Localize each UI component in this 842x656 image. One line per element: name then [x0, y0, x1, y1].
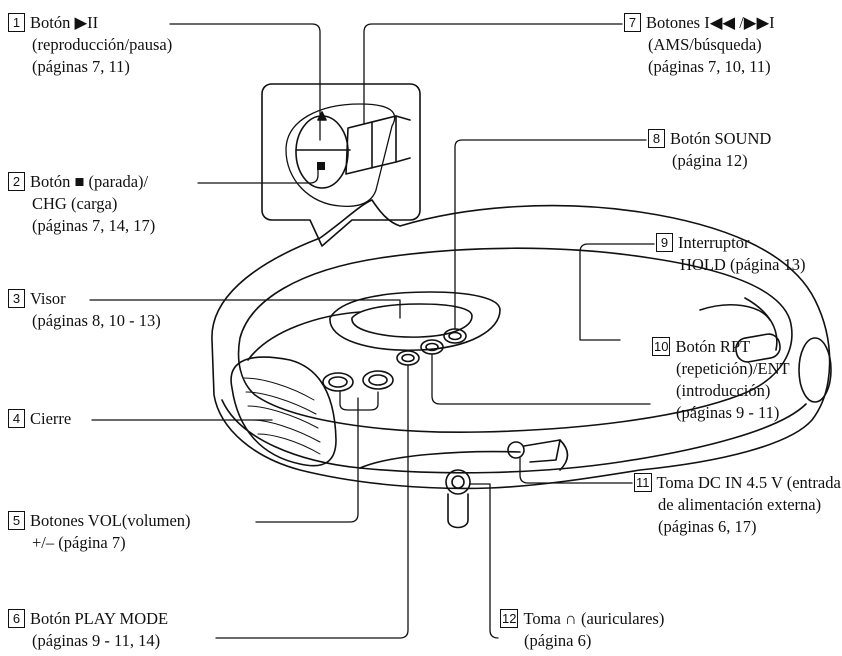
callout-line: (página 12) [672, 150, 771, 172]
callout-12: 12 Toma ∩ (auriculares) (página 6) [500, 608, 664, 652]
leader-9 [580, 244, 654, 340]
callout-line: Visor [30, 289, 66, 308]
callout-number: 4 [8, 409, 25, 428]
callout-3: 3 Visor (páginas 8, 10 - 13) [8, 288, 161, 332]
callout-line: Botón RPT [675, 337, 750, 356]
callout-line: HOLD (página 13) [680, 254, 806, 276]
callout-number: 5 [8, 511, 25, 530]
callout-line: CHG (carga) [32, 193, 155, 215]
callout-7: 7 Botones I◀◀ /▶▶I (AMS/búsqueda) (página… [624, 12, 775, 78]
callout-line: (introducción) [676, 380, 790, 402]
play-pause-button-zoom [296, 116, 348, 188]
callout-number: 6 [8, 609, 25, 628]
callout-line: Interruptor [678, 233, 749, 252]
callout-11: 11 Toma DC IN 4.5 V (entrada de alimentac… [634, 472, 841, 538]
callout-4: 4 Cierre [8, 408, 71, 430]
callout-line: Botón PLAY MODE [30, 609, 168, 628]
display-window [330, 292, 500, 350]
callout-line: Toma ∩ (auriculares) [523, 609, 664, 628]
leader-10 [432, 354, 650, 404]
callout-line: (páginas 9 - 11) [676, 402, 790, 424]
vol-minus-button [323, 373, 353, 391]
callout-10: 10 Botón RPT (repetición)/ENT (introducci… [652, 336, 790, 424]
callout-2: 2 Botón ■ (parada)/ CHG (carga) (páginas … [8, 171, 155, 237]
callout-number: 1 [8, 13, 25, 32]
leader-8 [455, 140, 646, 329]
vol-plus-button [363, 371, 393, 389]
callout-line: (páginas 6, 17) [658, 516, 841, 538]
callout-line: Botón ▶II [30, 13, 98, 32]
play-mode-button [397, 351, 419, 365]
callout-line: de alimentación externa) [658, 494, 841, 516]
latch [231, 357, 336, 466]
rpt-ent-button [421, 340, 443, 354]
callout-line: (repetición)/ENT [676, 358, 790, 380]
leader-2 [198, 165, 318, 183]
callout-line: (página 6) [524, 630, 664, 652]
callout-number: 12 [500, 609, 518, 628]
leader-7 [364, 24, 622, 124]
callout-line: Botón SOUND [670, 129, 771, 148]
callout-number: 10 [652, 337, 670, 356]
callout-line: (páginas 7, 11) [32, 56, 172, 78]
ams-buttons-zoom [346, 116, 396, 174]
callout-line: (páginas 9 - 11, 14) [32, 630, 168, 652]
callout-number: 7 [624, 13, 641, 32]
dc-in-jack [508, 442, 524, 458]
side-cap [799, 338, 831, 402]
callout-line: +/– (página 7) [32, 532, 191, 554]
callout-line: (páginas 8, 10 - 13) [32, 310, 161, 332]
callout-line: Cierre [30, 409, 71, 428]
leader-6 [216, 366, 408, 638]
callout-1: 1 Botón ▶II (reproducción/pausa) (páginas… [8, 12, 172, 78]
leader-12 [470, 484, 498, 638]
callout-number: 11 [634, 473, 652, 492]
callout-5: 5 Botones VOL(volumen) +/– (página 7) [8, 510, 191, 554]
callout-number: 3 [8, 289, 25, 308]
callout-line: (páginas 7, 14, 17) [32, 215, 155, 237]
callout-line: (reproducción/pausa) [32, 34, 172, 56]
callout-9: 9 Interruptor HOLD (página 13) [656, 232, 806, 276]
callout-number: 2 [8, 172, 25, 191]
callout-8: 8 Botón SOUND (página 12) [648, 128, 771, 172]
callout-line: Botones VOL(volumen) [30, 511, 191, 530]
callout-number: 8 [648, 129, 665, 148]
callout-6: 6 Botón PLAY MODE (páginas 9 - 11, 14) [8, 608, 168, 652]
callout-line: (AMS/búsqueda) [648, 34, 775, 56]
callout-line: Toma DC IN 4.5 V (entrada [657, 473, 841, 492]
callout-line: Botón ■ (parada)/ [30, 172, 148, 191]
callout-line: (páginas 7, 10, 11) [648, 56, 775, 78]
callout-number: 9 [656, 233, 673, 252]
callout-line: Botones I◀◀ /▶▶I [646, 13, 775, 32]
